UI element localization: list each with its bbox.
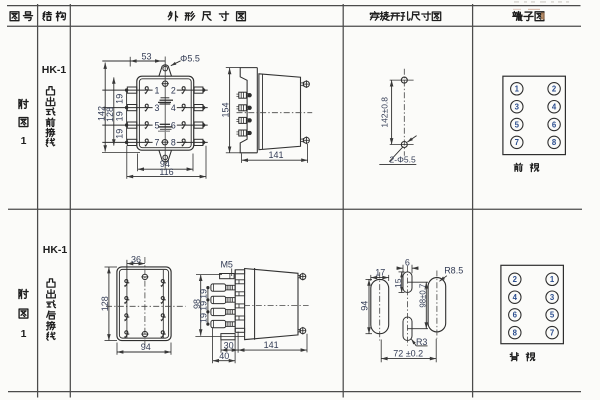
svg-text:98: 98	[192, 299, 202, 309]
svg-text:98±0.7: 98±0.7	[419, 284, 428, 308]
svg-text:8: 8	[171, 138, 176, 148]
svg-text:6: 6	[552, 120, 557, 129]
svg-text:5: 5	[154, 120, 159, 130]
svg-text:15: 15	[393, 278, 403, 288]
svg-text:53: 53	[141, 51, 151, 61]
svg-text:94: 94	[160, 159, 170, 169]
svg-text:3: 3	[550, 293, 555, 302]
svg-text:7: 7	[550, 328, 554, 337]
svg-text:2: 2	[552, 85, 557, 94]
svg-text:8: 8	[552, 138, 557, 147]
svg-text:6: 6	[513, 311, 518, 320]
svg-text:128: 128	[100, 296, 110, 311]
svg-text:141: 141	[264, 340, 279, 350]
svg-text:4: 4	[552, 103, 557, 112]
svg-text:1: 1	[154, 85, 159, 95]
svg-text:3: 3	[515, 103, 520, 112]
svg-text:19: 19	[115, 94, 125, 104]
svg-text:17: 17	[375, 267, 385, 277]
svg-text:2: 2	[171, 85, 176, 95]
svg-text:1: 1	[515, 85, 520, 94]
svg-text:128: 128	[105, 107, 115, 122]
svg-text:R8.5: R8.5	[444, 265, 463, 275]
svg-text:HK-1: HK-1	[42, 64, 67, 76]
svg-text:40: 40	[219, 351, 229, 361]
svg-text:72 ±0.2: 72 ±0.2	[393, 348, 423, 358]
svg-text:19: 19	[199, 289, 209, 299]
svg-text:7: 7	[154, 138, 159, 148]
svg-text:1: 1	[21, 135, 27, 147]
svg-text:7: 7	[515, 138, 519, 147]
svg-text:30: 30	[224, 340, 234, 350]
svg-text:19: 19	[199, 313, 209, 323]
svg-text:8: 8	[513, 328, 518, 337]
svg-text:154: 154	[221, 102, 231, 117]
svg-text:116: 116	[159, 167, 173, 177]
svg-text:5: 5	[550, 311, 555, 320]
svg-text:142±0.8: 142±0.8	[380, 97, 390, 128]
svg-text:Φ5.5: Φ5.5	[180, 53, 200, 63]
svg-text:HK-1: HK-1	[43, 244, 68, 256]
svg-text:6: 6	[171, 120, 176, 130]
svg-text:19: 19	[115, 111, 125, 121]
svg-text:142: 142	[96, 106, 106, 121]
svg-text:3: 3	[154, 103, 159, 113]
svg-text:4: 4	[513, 293, 518, 302]
svg-text:94: 94	[141, 342, 151, 352]
svg-text:36: 36	[131, 254, 141, 264]
svg-text:1: 1	[550, 275, 555, 284]
svg-text:M5: M5	[220, 260, 233, 270]
svg-text:6: 6	[405, 257, 410, 267]
svg-text:141: 141	[268, 150, 283, 160]
svg-text:94: 94	[360, 301, 370, 311]
svg-text:2: 2	[513, 275, 518, 284]
svg-text:19: 19	[115, 129, 125, 139]
svg-text:1: 1	[21, 328, 27, 340]
svg-text:2-Φ5.5: 2-Φ5.5	[390, 154, 416, 164]
svg-text:4: 4	[171, 103, 176, 113]
svg-text:R3: R3	[416, 337, 428, 347]
svg-text:5: 5	[515, 120, 520, 129]
svg-text:19: 19	[199, 301, 209, 311]
